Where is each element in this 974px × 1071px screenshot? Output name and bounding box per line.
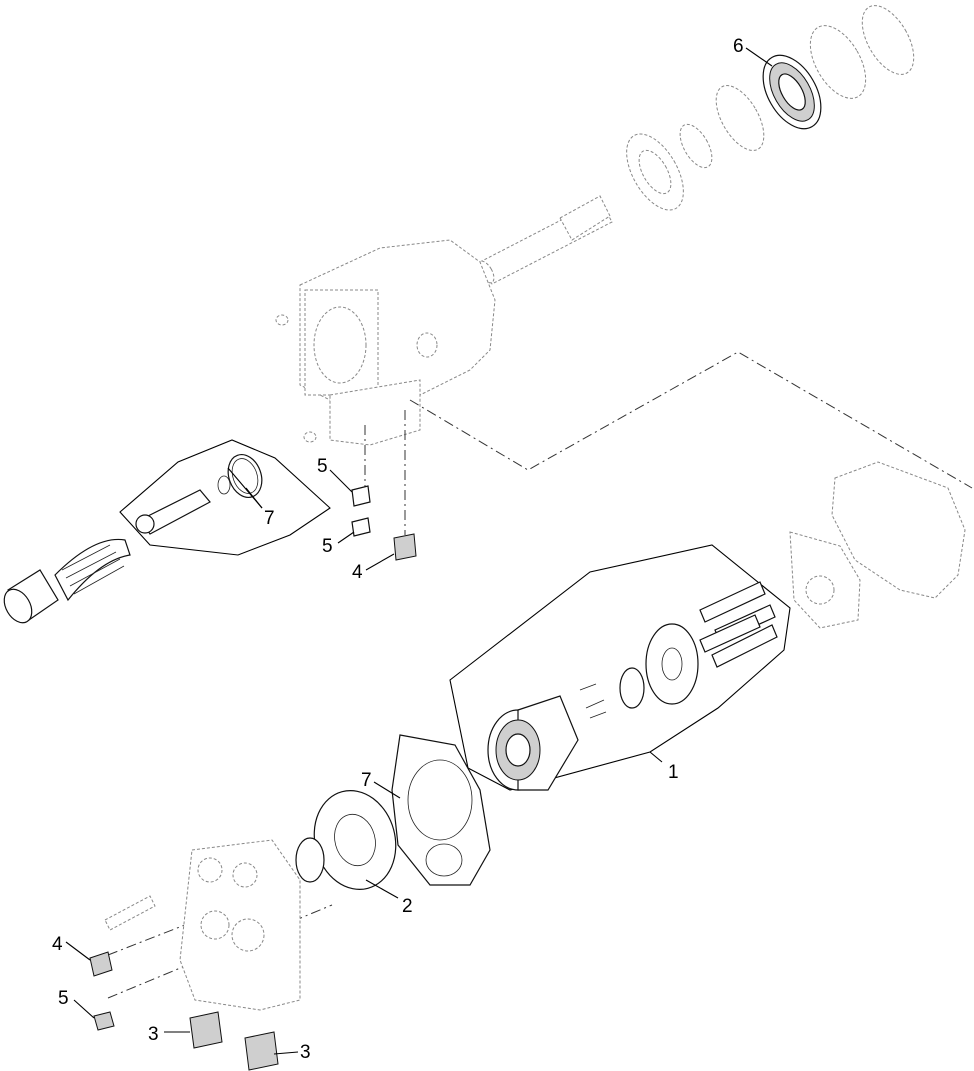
shaft-assembly xyxy=(477,5,915,285)
callout-2: 2 xyxy=(402,896,413,917)
gasket-part-7 xyxy=(391,734,491,886)
callout-1: 1 xyxy=(668,762,679,783)
callout-4: 4 xyxy=(352,562,363,583)
valve-plate-part-2 xyxy=(295,790,397,890)
leader-lines xyxy=(65,47,773,1055)
callout-6: 6 xyxy=(733,36,744,57)
callout-7: 7 xyxy=(361,770,372,791)
rotating-group-kit xyxy=(449,544,791,791)
spring-and-plug xyxy=(3,538,131,624)
swash-plate xyxy=(789,461,966,629)
compensator-seal-kit xyxy=(119,439,331,556)
callout-5: 5 xyxy=(322,536,333,557)
callout-7: 7 xyxy=(264,508,275,529)
callout-5: 5 xyxy=(317,456,328,477)
callout-labels: 1 2 3 3 4 4 5 5 5 6 7 7 xyxy=(52,36,744,1063)
callout-3: 3 xyxy=(148,1024,159,1045)
seal-part-6 xyxy=(762,54,822,130)
callout-4: 4 xyxy=(52,934,63,955)
pump-housing xyxy=(275,239,496,446)
callout-3: 3 xyxy=(300,1042,311,1063)
end-cap xyxy=(104,839,301,1011)
upper-fittings xyxy=(351,485,417,561)
lower-fittings xyxy=(89,951,279,1071)
callout-5: 5 xyxy=(58,988,69,1009)
